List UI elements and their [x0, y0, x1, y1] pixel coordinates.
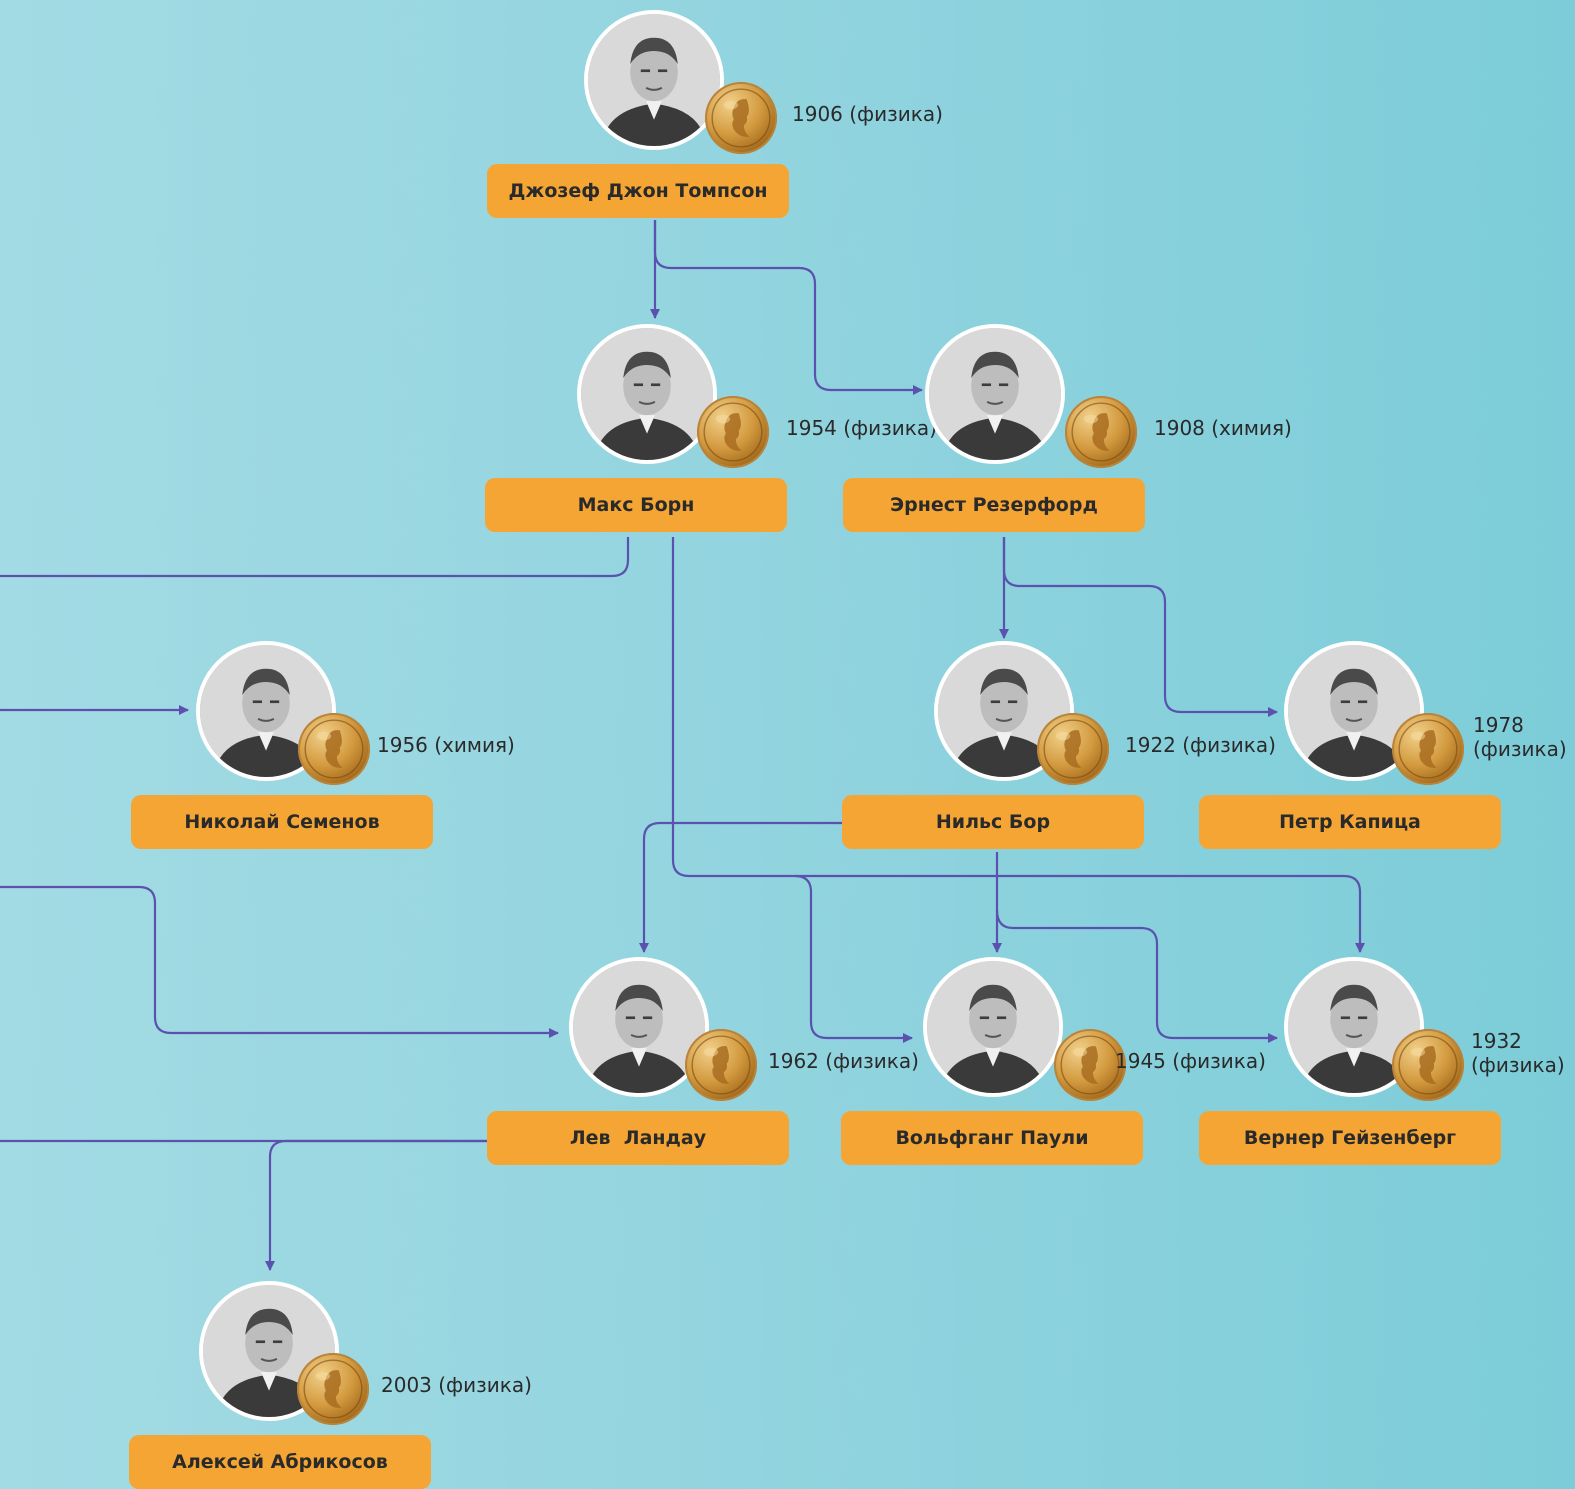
nobel-medal-icon [1392, 713, 1464, 785]
person-portrait-icon [200, 645, 332, 777]
nobel-medal-icon [1392, 1029, 1464, 1101]
nobel-medal-icon [1054, 1029, 1126, 1101]
award-year-bohr: 1922 (физика) [1125, 733, 1276, 757]
connector-born-offpage [0, 537, 630, 578]
person-portrait-icon [581, 328, 713, 460]
award-year-thomson: 1906 (физика) [792, 102, 943, 126]
node-pauli: 1945 (физика) Вольфганг Паули [841, 957, 1266, 1165]
connector-thomson-rutherford [653, 220, 923, 395]
name-box-abrikosov: Алексей Абрикосов [129, 1435, 431, 1489]
portrait-pauli [923, 957, 1063, 1097]
name-box-bohr: Нильс Бор [842, 795, 1144, 849]
node-rutherford: 1908 (химия) Эрнест Резерфорд [843, 324, 1292, 532]
name-box-pauli: Вольфганг Паули [841, 1111, 1143, 1165]
node-born: 1954 (физика) Макс Борн [485, 324, 937, 532]
nobel-medal-icon [298, 713, 370, 785]
award-year-semenov: 1956 (химия) [377, 733, 515, 757]
connector-landau-abrikosov [265, 1139, 487, 1271]
award-year-kapitsa: 1978 (физика) [1473, 713, 1567, 761]
node-thomson: 1906 (физика) Джозеф Джон Томпсон [487, 10, 943, 218]
connector-rutherford-kapitsa [1002, 537, 1278, 717]
person-portrait-icon [929, 328, 1061, 460]
nobel-medal-icon [697, 396, 769, 468]
award-year-rutherford: 1908 (химия) [1154, 416, 1292, 440]
connector-born-heisenberg [795, 874, 1365, 953]
portrait-thomson [584, 10, 724, 150]
connector-bohr-heisenberg [995, 909, 1278, 1043]
person-portrait-icon [588, 14, 720, 146]
nobel-medal-icon [297, 1353, 369, 1425]
name-box-thomson: Джозеф Джон Томпсон [487, 164, 789, 218]
name-box-rutherford: Эрнест Резерфорд [843, 478, 1145, 532]
award-year-heisenberg: 1932 (физика) [1471, 1029, 1565, 1077]
award-year-abrikosov: 2003 (физика) [381, 1373, 532, 1397]
portrait-kapitsa [1284, 641, 1424, 781]
name-box-born: Макс Борн [485, 478, 787, 532]
nobel-medal-icon [1037, 713, 1109, 785]
award-year-landau: 1962 (физика) [768, 1049, 919, 1073]
name-box-kapitsa: Петр Капица [1199, 795, 1501, 849]
portrait-semenov [196, 641, 336, 781]
portrait-rutherford [925, 324, 1065, 464]
node-abrikosov: 2003 (физика) Алексей Абрикосов [129, 1281, 532, 1489]
person-portrait-icon [573, 961, 705, 1093]
award-year-pauli: 1945 (физика) [1115, 1049, 1266, 1073]
connector-bohr-landau [639, 821, 843, 953]
connector-offpage-landau [0, 885, 559, 1038]
award-year-born: 1954 (физика) [786, 416, 937, 440]
node-landau: 1962 (физика) Лев Ландау [487, 957, 919, 1165]
name-box-landau: Лев Ландау [487, 1111, 789, 1165]
node-heisenberg: 1932 (физика) Вернер Гейзенберг [1199, 957, 1565, 1165]
node-semenov: 1956 (химия) Николай Семенов [131, 641, 515, 849]
portrait-born [577, 324, 717, 464]
node-bohr: 1922 (физика) Нильс Бор [842, 641, 1276, 849]
name-box-semenov: Николай Семенов [131, 795, 433, 849]
nobel-medal-icon [1065, 396, 1137, 468]
person-portrait-icon [927, 961, 1059, 1093]
connector-born-pauli [671, 537, 913, 1043]
person-portrait-icon [1288, 645, 1420, 777]
nobel-medal-icon [705, 82, 777, 154]
nobel-medal-icon [685, 1029, 757, 1101]
name-box-heisenberg: Вернер Гейзенберг [1199, 1111, 1501, 1165]
node-kapitsa: 1978 (физика) Петр Капица [1199, 641, 1567, 849]
